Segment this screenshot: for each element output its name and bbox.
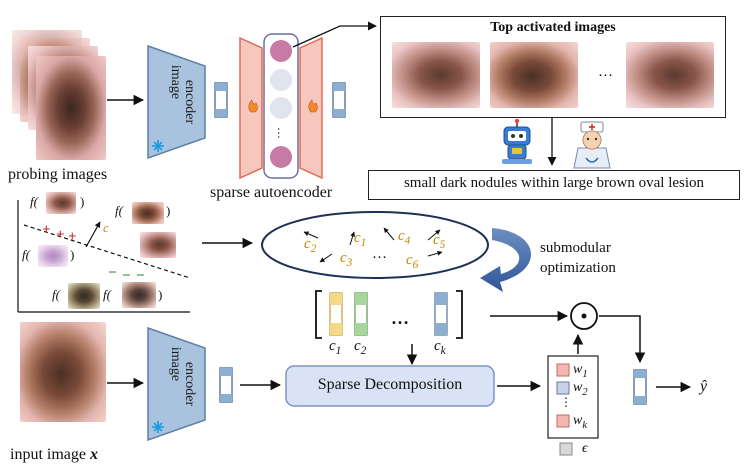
sparse-decomposition-box <box>285 365 495 407</box>
doctor-icon <box>573 121 611 169</box>
snowflake-icon <box>152 140 164 152</box>
projection-image-neg-2 <box>68 283 100 309</box>
concept-vector-label-c1: c1 <box>329 338 342 357</box>
paren: ) <box>158 287 163 302</box>
submodular-label: submodular <box>540 240 611 256</box>
weights-ellipsis: ⋮ <box>560 395 572 409</box>
encoder-top-label-2: encoder <box>182 80 197 125</box>
f-label: f( <box>30 194 38 209</box>
f-label: f( <box>22 247 30 262</box>
latent-node-inactive-1 <box>270 69 292 91</box>
cloud-concept-c4: c4 <box>398 228 411 247</box>
submodular-arrow <box>480 228 532 292</box>
latent-node-inactive-2 <box>270 97 292 119</box>
output-y-hat: ŷ <box>700 378 708 395</box>
flame-icon <box>248 99 258 113</box>
cloud-concept-c1: c1 <box>354 230 367 249</box>
concept-vector-label-ck: ck <box>434 338 446 357</box>
minus-mark: − <box>122 268 131 284</box>
snowflake-icon <box>152 421 164 433</box>
f-label: f( <box>103 287 111 302</box>
f-label: f( <box>115 203 123 218</box>
flame-icon <box>308 99 318 113</box>
concept-direction-arrow <box>85 221 101 248</box>
paren: ) <box>80 194 85 209</box>
paren: ) <box>70 247 75 262</box>
top-images-ellipsis: … <box>598 64 613 80</box>
f-label: f( <box>52 287 60 302</box>
latent-ellipsis: … <box>275 127 289 139</box>
latent-node-active-1 <box>270 40 292 62</box>
direction-c-label: c <box>103 220 109 235</box>
weight-w1-label: w1 <box>573 362 588 380</box>
cloud-concept-c2: c2 <box>304 236 317 255</box>
top-activated-images-title: Top activated images <box>490 20 616 35</box>
concept-description-text: small dark nodules within large brown ov… <box>403 175 705 191</box>
decision-boundary <box>23 224 191 279</box>
concept-vectors-ellipsis: … <box>391 308 409 328</box>
paren: ) <box>166 203 171 218</box>
minus-mark: − <box>136 268 145 284</box>
projection-image-pos-3 <box>38 245 68 267</box>
cloud-concept-c6: c6 <box>406 252 419 271</box>
plus-mark: + <box>42 222 51 238</box>
concept-description-box <box>368 170 740 200</box>
input-image-label: input image x <box>10 446 98 463</box>
weight-wk-label: wk <box>573 413 588 431</box>
latent-node-active-2 <box>270 146 292 168</box>
sparse-autoencoder-label: sparse autoencoder <box>210 184 333 201</box>
plus-mark: + <box>56 227 65 243</box>
epsilon-label: ϵ <box>582 441 588 456</box>
cloud-concept-c3: c3 <box>340 250 353 269</box>
arrow-node-to-top-images <box>292 21 377 48</box>
probing-image-front <box>36 56 106 160</box>
cloud-concept-c5: c5 <box>433 232 446 251</box>
encoder-top-label-1: image <box>168 65 183 99</box>
encoder-bottom-label-1: image <box>168 347 183 381</box>
sparse-decomposition-label: Sparse Decomposition <box>317 376 463 393</box>
plus-mark: + <box>68 229 77 245</box>
top-activated-image-1 <box>392 42 480 108</box>
top-activated-image-3 <box>626 42 714 108</box>
projection-image-neg-1 <box>140 232 176 258</box>
probing-images-label: probing images <box>8 166 108 183</box>
cloud-ellipsis: … <box>372 246 387 262</box>
input-image <box>20 322 106 422</box>
optimization-label: optimization <box>540 260 616 276</box>
concept-cloud <box>261 211 489 279</box>
image-encoder-top <box>147 44 206 160</box>
concept-vector-label-c2: c2 <box>354 338 367 357</box>
minus-mark: − <box>108 265 117 281</box>
weights-box <box>547 355 599 439</box>
projection-image-pos-2 <box>132 202 164 224</box>
image-encoder-bottom <box>147 326 206 442</box>
robot-icon <box>502 118 532 164</box>
projection-image-pos-1 <box>46 192 76 214</box>
weight-w2-label: w2 <box>573 380 588 398</box>
top-activated-image-2 <box>490 42 578 108</box>
projection-image-neg-3 <box>122 282 156 308</box>
encoder-bottom-label-2: encoder <box>182 362 197 407</box>
